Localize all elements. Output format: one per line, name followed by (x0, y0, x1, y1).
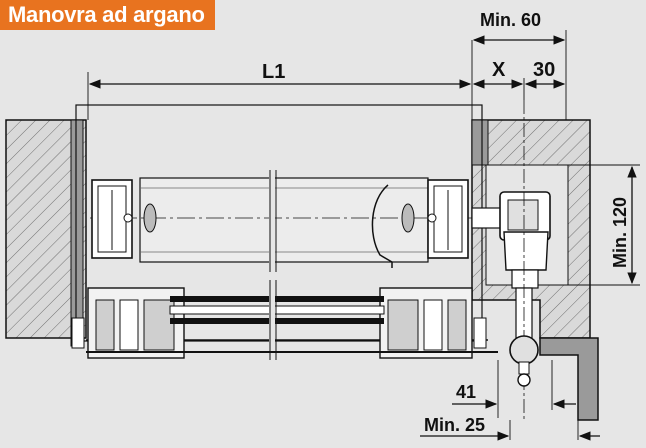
title-text: Manovra ad argano (8, 2, 205, 27)
dim-min25: Min. 25 (424, 415, 485, 435)
extension-lines (87, 30, 640, 440)
dim-l1: L1 (262, 61, 285, 83)
dim-30: 30 (533, 59, 555, 81)
winch-rod (509, 100, 539, 420)
dim-min120: Min. 120 (610, 197, 630, 268)
right-support (427, 179, 469, 259)
dimension-arrows (88, 35, 637, 441)
dim-min60: Min. 60 (480, 10, 541, 30)
title-tag: Manovra ad argano (0, 0, 215, 30)
window-frame (71, 280, 498, 360)
left-wall (5, 119, 87, 347)
winch-mechanism (471, 191, 551, 289)
roller-shutter (90, 170, 478, 272)
left-support (91, 179, 133, 259)
dim-x: X (492, 59, 506, 81)
dim-41: 41 (456, 382, 476, 402)
